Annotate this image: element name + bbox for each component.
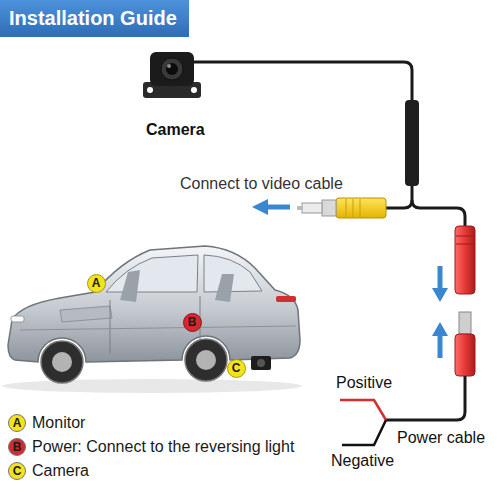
bracket-hole: [191, 87, 197, 93]
callout-circle: C: [227, 359, 246, 378]
title-banner: Installation Guide: [0, 0, 189, 37]
rca-tip: [302, 203, 322, 213]
connector-ridge: [456, 244, 474, 245]
negative-wire: [342, 420, 386, 445]
legend-label: Camera: [32, 462, 89, 480]
dc-female-connector: [455, 226, 475, 294]
instruction-label: Connect to video cable: [180, 175, 343, 193]
rear-wheel: [185, 339, 227, 381]
video-wire: [386, 186, 412, 208]
camera-lens-core: [166, 63, 178, 75]
dc-male-connector: [455, 334, 475, 376]
callout-circle: B: [183, 313, 202, 332]
rca-collar: [322, 200, 336, 216]
legend-label: Power: Connect to the reversing light: [32, 438, 294, 456]
inline-module: [405, 100, 419, 186]
camera-illustration: [143, 52, 201, 98]
tail-light: [276, 296, 296, 302]
power-cable-wire: [386, 376, 465, 420]
wheel-hub: [196, 350, 216, 370]
rear-window: [204, 255, 262, 292]
legend-swatch: C: [8, 462, 26, 480]
legend-label: Monitor: [32, 414, 85, 432]
wire-label: Positive: [336, 374, 392, 392]
legend-letter: B: [13, 441, 22, 453]
legend-swatch: B: [8, 438, 26, 456]
part-label: Camera: [146, 121, 205, 139]
front-window: [106, 255, 198, 292]
door-line: [110, 300, 111, 354]
legend-letter: A: [13, 417, 22, 429]
direction-arrows: [252, 199, 448, 358]
rear-camera-lens: [257, 359, 265, 367]
arrow-head: [432, 322, 448, 336]
connector-ridge: [456, 236, 474, 237]
rear-seat: [215, 274, 234, 302]
rear-camera-icon: [251, 356, 271, 370]
arrow-shaft: [438, 266, 443, 290]
camera-wire: [194, 62, 412, 100]
wire-label: Power cable: [397, 429, 485, 447]
wire-label: Negative: [331, 452, 394, 470]
arrow-shaft: [438, 334, 443, 358]
camera-lens: [161, 58, 183, 80]
rca-ridge: [346, 199, 347, 217]
callout-letter: A: [92, 277, 101, 289]
front-wheel: [41, 341, 83, 383]
head-light: [11, 316, 24, 322]
rca-pin: [297, 206, 303, 210]
rca-ridge: [360, 199, 361, 217]
bracket-hole: [147, 87, 153, 93]
arrow-shaft: [266, 205, 290, 210]
positive-wire: [340, 400, 386, 420]
car-illustration: [2, 246, 302, 393]
callout-letter: C: [232, 362, 241, 374]
callout-circle: A: [87, 274, 106, 293]
camera-body: [150, 52, 194, 86]
legend-letter: C: [13, 465, 22, 477]
arrow-head: [432, 288, 448, 302]
rca-ridge: [353, 199, 354, 217]
callout-letter: B: [188, 316, 197, 328]
body-crease: [20, 326, 296, 330]
dashboard: [60, 306, 112, 322]
wheel-hub: [52, 352, 72, 372]
cable-assembly: [194, 62, 475, 445]
front-seat: [120, 270, 140, 302]
power-wire: [412, 200, 465, 226]
rca-connector: [336, 198, 386, 218]
arrow-head: [252, 199, 268, 215]
car-shadow: [2, 379, 302, 393]
legend-swatch: A: [8, 414, 26, 432]
dc-plug-tip: [459, 312, 471, 334]
lens-glint: [167, 64, 171, 68]
